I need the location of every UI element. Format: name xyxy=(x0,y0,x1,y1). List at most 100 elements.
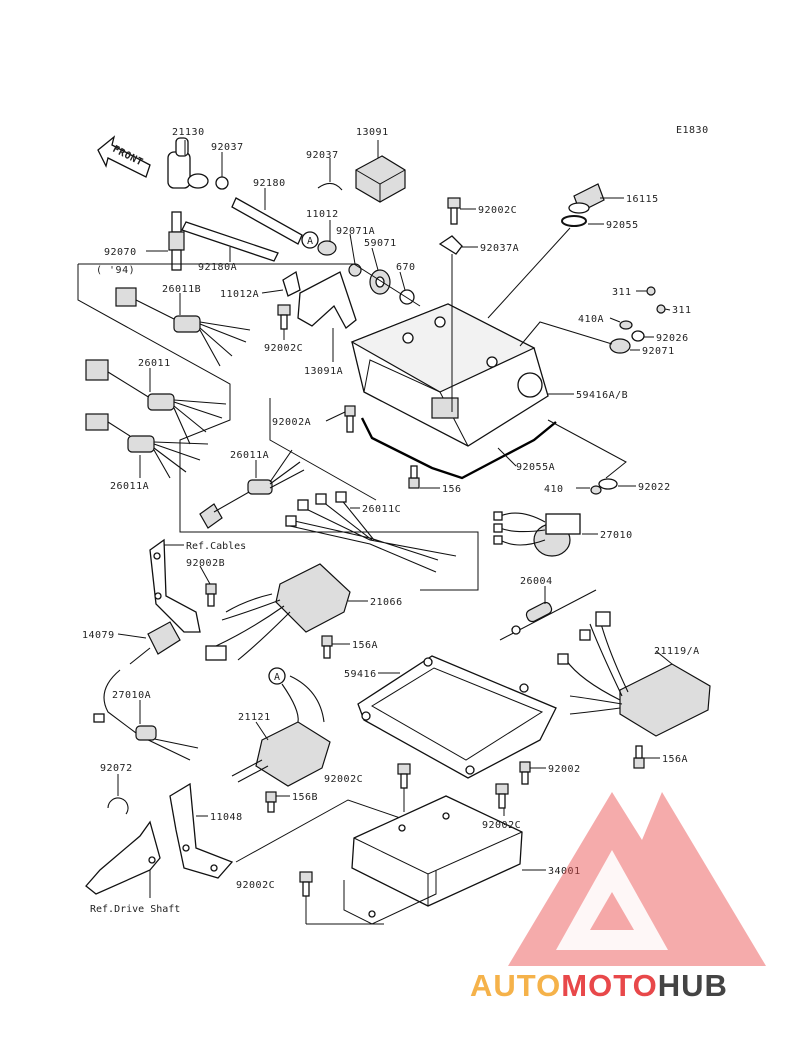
label-92002C: 92002C xyxy=(324,774,363,785)
marker-a-text: A xyxy=(307,236,314,247)
label-13091A: 13091A xyxy=(304,366,343,377)
label-26011A: 26011A xyxy=(110,481,149,492)
bracket-11048 xyxy=(169,782,234,879)
label-34001: 34001 xyxy=(548,866,581,877)
part-labels: 21130 92037 13091 92037 92180 11012 9207… xyxy=(82,127,700,915)
label-26011C: 26011C xyxy=(362,504,401,515)
igniter-21119A xyxy=(557,611,711,737)
cable-bracket xyxy=(149,538,201,633)
label-92002: 92002 xyxy=(548,764,581,775)
spark-plug-cap-21130 xyxy=(167,137,209,189)
clip-92037A xyxy=(438,235,463,255)
label-92055A: 92055A xyxy=(516,462,555,473)
reference-marker-a-lower-icon xyxy=(268,667,286,685)
label-26011: 26011 xyxy=(138,358,171,369)
label-92002A: 92002A xyxy=(272,417,311,428)
spark-plug-92070 xyxy=(168,211,185,271)
tube-92180A xyxy=(181,221,279,262)
label-311: 311 xyxy=(612,287,632,298)
label-92055: 92055 xyxy=(606,220,639,231)
harness-group-outline xyxy=(77,263,479,591)
ref-cables-label: Ref.Cables xyxy=(186,541,246,552)
bolt-92002A xyxy=(344,405,356,433)
electric-case-59416AB xyxy=(350,303,549,447)
gasket-92055A xyxy=(360,417,557,480)
grommet-11012A xyxy=(282,270,301,297)
bolt-92002C-right xyxy=(495,783,509,809)
label-11012A: 11012A xyxy=(220,289,259,300)
bolt-156 xyxy=(408,465,420,489)
label-92070: 92070 xyxy=(104,247,137,258)
harness-26011C xyxy=(285,491,457,573)
label-92002B: 92002B xyxy=(186,558,225,569)
reference-marker-a-icon xyxy=(301,231,319,249)
label-59416: 59416 xyxy=(344,669,377,680)
label-156A: 156A xyxy=(352,640,378,651)
label-311: 311 xyxy=(672,305,692,316)
label-21119A: 21119/A xyxy=(654,646,700,657)
part-14079 xyxy=(129,621,181,665)
label-92002C: 92002C xyxy=(482,820,521,831)
o-ring-670 xyxy=(399,289,415,305)
label-14079: 14079 xyxy=(82,630,115,641)
label-92002C: 92002C xyxy=(264,343,303,354)
front-arrow-icon: FRONT xyxy=(97,135,151,178)
bracket-34001 xyxy=(343,795,523,925)
seal-92071 xyxy=(609,338,631,354)
seal-59071 xyxy=(369,269,391,295)
fuse-26004 xyxy=(499,589,597,641)
label-410A: 410A xyxy=(578,314,604,325)
bolt-156A-middle xyxy=(321,635,333,659)
harness-26011 xyxy=(85,359,227,445)
label-92037: 92037 xyxy=(306,150,339,161)
label-670: 670 xyxy=(396,262,416,273)
label-410: 410 xyxy=(544,484,564,495)
clip-92037 xyxy=(317,182,343,191)
label-27010: 27010 xyxy=(600,530,633,541)
diagram-code: E1830 xyxy=(676,125,709,136)
bracket-13091A xyxy=(297,271,357,362)
label-156B: 156B xyxy=(292,792,318,803)
label-21121: 21121 xyxy=(238,712,271,723)
ring-92055 xyxy=(561,215,587,227)
watermark-hub: HUB xyxy=(658,968,728,1003)
cover-59416 xyxy=(357,655,557,779)
label-21130: 21130 xyxy=(172,127,205,138)
washer-410 xyxy=(590,485,602,495)
harness-27010A xyxy=(93,669,199,761)
label-92037: 92037 xyxy=(211,142,244,153)
bolt-92002C-top xyxy=(447,197,461,225)
bracket-13091 xyxy=(355,155,406,203)
drive-shaft-bracket xyxy=(85,820,161,895)
label-92180: 92180 xyxy=(253,178,286,189)
label-21066: 21066 xyxy=(370,597,403,608)
label-94: ( '94) xyxy=(96,265,135,276)
nut-311-lower xyxy=(656,304,666,314)
clamp-92037 xyxy=(215,152,229,190)
tube-92180 xyxy=(231,188,303,245)
automotohub-logo-icon xyxy=(508,792,766,966)
nut-311-upper xyxy=(646,286,656,296)
label-11048: 11048 xyxy=(210,812,243,823)
label-92002C: 92002C xyxy=(478,205,517,216)
label-27010A: 27010A xyxy=(112,690,151,701)
harness-26011A-upper xyxy=(199,449,305,529)
label-92180A: 92180A xyxy=(198,262,237,273)
nut-92022 xyxy=(598,478,618,490)
bolt-92002B xyxy=(205,583,217,607)
cap-16115 xyxy=(568,183,605,214)
label-92026: 92026 xyxy=(656,333,689,344)
bolt-92002C-left xyxy=(277,304,291,340)
label-26011B: 26011B xyxy=(162,284,201,295)
bolt-92002C-bottom xyxy=(299,871,313,897)
watermark-moto: MOTO xyxy=(561,968,657,1003)
nut-92026 xyxy=(631,330,645,342)
label-156: 156 xyxy=(442,484,462,495)
regulator-21066 xyxy=(205,563,351,661)
ignition-coil-21121 xyxy=(231,675,331,787)
bolt-92002 xyxy=(519,761,531,785)
label-13091: 13091 xyxy=(356,127,389,138)
watermark-text: AUTOMOTOHUB xyxy=(470,968,728,1003)
label-11012: 11012 xyxy=(306,209,339,220)
